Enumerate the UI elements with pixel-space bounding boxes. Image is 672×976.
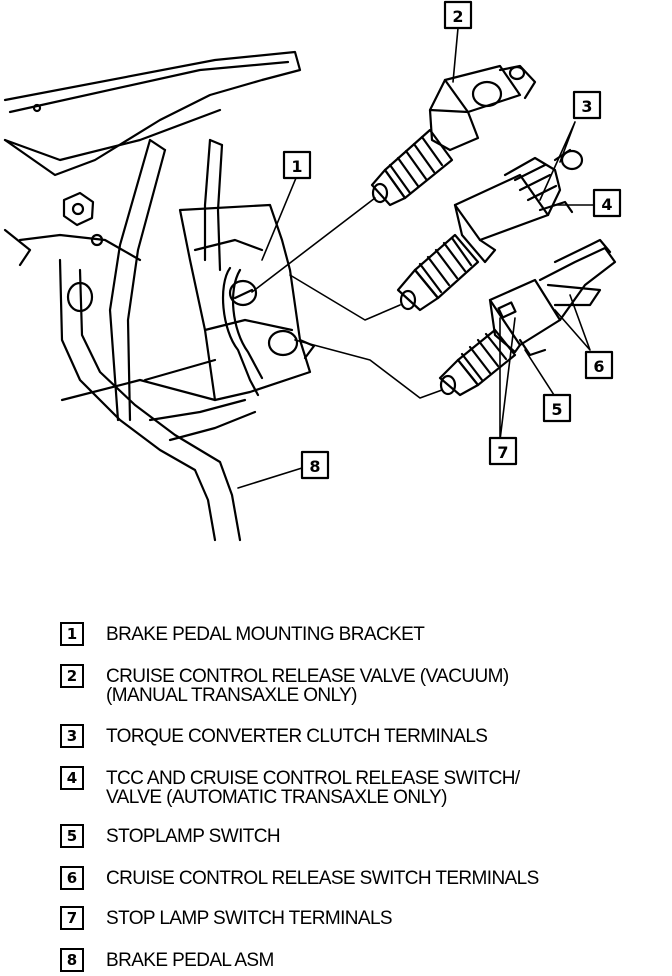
callout-1: 1	[282, 150, 312, 180]
legend-item-8: 8 BRAKE PEDAL ASM	[60, 948, 274, 972]
legend-item-2: 2 CRUISE CONTROL RELEASE VALVE (VACUUM) …	[60, 664, 509, 705]
legend-item-7: 7 STOP LAMP SWITCH TERMINALS	[60, 906, 393, 930]
brake-pedal-arm-drawing	[58, 258, 257, 542]
cruise-release-valve-drawing	[370, 64, 537, 207]
callout-4: 4	[592, 188, 622, 218]
callout-5: 5	[542, 393, 572, 423]
legend-text-5: STOPLAMP SWITCH	[106, 824, 281, 847]
legend-text-8: BRAKE PEDAL ASM	[106, 948, 274, 970]
legend-line: BRAKE PEDAL MOUNTING BRACKET	[106, 624, 425, 645]
callout-5-label: 5	[551, 400, 562, 419]
legend-number-6: 6	[60, 866, 84, 890]
legend-number-2: 2	[60, 664, 84, 688]
legend-item-5: 5 STOPLAMP SWITCH	[60, 824, 281, 848]
legend-number-5: 5	[60, 824, 84, 848]
legend-line: VALVE (AUTOMATIC TRANSAXLE ONLY)	[106, 787, 447, 808]
legend-text-1: BRAKE PEDAL MOUNTING BRACKET	[106, 622, 425, 645]
legend-item-6: 6 CRUISE CONTROL RELEASE SWITCH TERMINAL…	[60, 866, 539, 890]
callout-6-label: 6	[593, 357, 604, 376]
legend-number-8: 8	[60, 948, 84, 972]
callout-8-label: 8	[309, 457, 320, 476]
stoplamp-switch-drawing	[438, 238, 617, 397]
legend-text-6: CRUISE CONTROL RELEASE SWITCH TERMINALS	[106, 866, 539, 888]
callout-6: 6	[584, 350, 614, 380]
legend-text-2: CRUISE CONTROL RELEASE VALVE (VACUUM) (M…	[106, 664, 509, 705]
legend-line: CRUISE CONTROL RELEASE VALVE (VACUUM)	[106, 666, 509, 687]
callout-2-label: 2	[452, 7, 463, 26]
brake-pedal-switch-diagram: 1 2 3 4 5 6 7 8	[3, 0, 622, 542]
callout-7: 7	[488, 436, 518, 466]
legend-line: TCC AND CRUISE CONTROL RELEASE SWITCH/	[106, 768, 520, 789]
tcc-switch-drawing	[396, 148, 584, 312]
legend-number-7: 7	[60, 906, 84, 930]
callout-8: 8	[300, 450, 330, 480]
callout-2: 2	[443, 0, 473, 30]
legend-text-7: STOP LAMP SWITCH TERMINALS	[106, 906, 393, 929]
legend-line: CRUISE CONTROL RELEASE SWITCH TERMINALS	[106, 868, 539, 889]
legend-line: BRAKE PEDAL ASM	[106, 950, 274, 971]
legend-line: STOP LAMP SWITCH TERMINALS	[106, 908, 393, 929]
callout-3-label: 3	[581, 97, 592, 116]
legend-text-4: TCC AND CRUISE CONTROL RELEASE SWITCH/ V…	[106, 766, 520, 807]
callout-1-label: 1	[291, 157, 302, 176]
legend-item-1: 1 BRAKE PEDAL MOUNTING BRACKET	[60, 622, 425, 646]
legend-number-1: 1	[60, 622, 84, 646]
legend-item-3: 3 TORQUE CONVERTER CLUTCH TERMINALS	[60, 724, 488, 748]
legend-item-4: 4 TCC AND CRUISE CONTROL RELEASE SWITCH/…	[60, 766, 520, 807]
legend-line: TORQUE CONVERTER CLUTCH TERMINALS	[106, 726, 488, 747]
mounting-bracket-drawing	[3, 50, 316, 422]
callout-4-label: 4	[601, 195, 612, 214]
callout-3: 3	[572, 90, 602, 120]
legend-line: STOPLAMP SWITCH	[106, 826, 281, 847]
callout-7-label: 7	[497, 443, 508, 462]
legend-line: (MANUAL TRANSAXLE ONLY)	[106, 685, 357, 706]
legend-text-3: TORQUE CONVERTER CLUTCH TERMINALS	[106, 724, 488, 747]
legend-number-3: 3	[60, 724, 84, 748]
legend-number-4: 4	[60, 766, 84, 790]
leader-lines	[237, 27, 595, 489]
